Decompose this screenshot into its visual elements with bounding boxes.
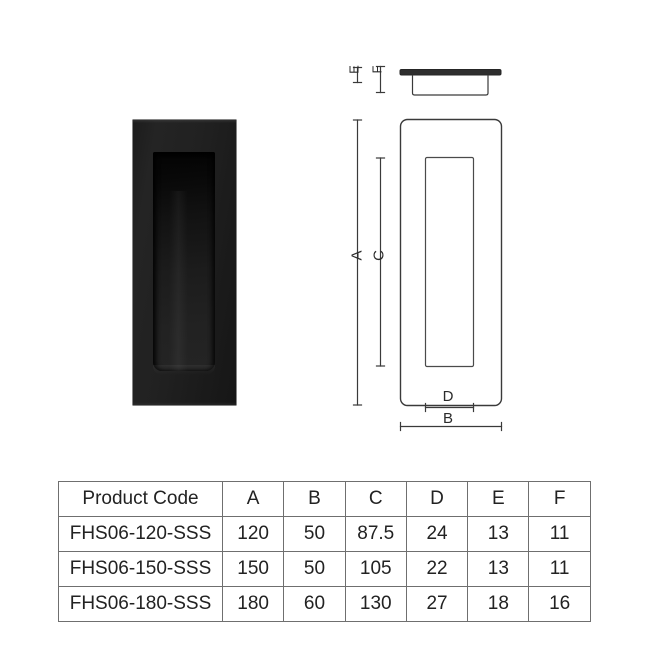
dimension-label-E: E xyxy=(346,65,362,74)
dimension-label-B: B xyxy=(442,410,453,427)
dimension-label-C: C xyxy=(370,250,388,261)
spec-table-container: Product Code A B C D E F FHS06-120-SSS 1… xyxy=(58,481,591,622)
cell-d: 22 xyxy=(405,551,469,587)
table-header-row: Product Code A B C D E F xyxy=(58,481,591,517)
cell-product-code: FHS06-150-SSS xyxy=(58,551,223,587)
cell-e: 13 xyxy=(467,516,530,552)
cell-a: 150 xyxy=(221,551,285,587)
handle-recess-cavity xyxy=(153,152,215,371)
cell-product-code: FHS06-180-SSS xyxy=(58,586,223,622)
recess-bottom-lip xyxy=(153,365,215,375)
table-row: FHS06-120-SSS 120 50 87.5 24 13 11 xyxy=(58,516,591,552)
column-header-f: F xyxy=(528,481,591,517)
cell-c: 130 xyxy=(344,586,407,622)
plate-bottom-edge xyxy=(133,402,236,405)
column-header-a: A xyxy=(221,481,285,517)
dimension-label-A: A xyxy=(348,250,366,261)
column-header-e: E xyxy=(467,481,530,517)
cell-c: 87.5 xyxy=(344,516,407,552)
column-header-product-code: Product Code xyxy=(58,481,223,517)
recess-inner-sheen xyxy=(169,191,188,371)
cell-b: 50 xyxy=(283,551,346,587)
column-header-d: D xyxy=(405,481,469,517)
cell-b: 50 xyxy=(283,516,346,552)
section-flange-plate xyxy=(399,69,502,76)
dimension-label-D: D xyxy=(442,388,454,405)
product-dimension-table: Product Code A B C D E F FHS06-120-SSS 1… xyxy=(58,481,591,622)
table-row: FHS06-150-SSS 150 50 105 22 13 11 xyxy=(58,551,591,587)
cell-a: 180 xyxy=(221,586,285,622)
cell-b: 60 xyxy=(283,586,346,622)
product-photo xyxy=(0,0,330,455)
column-header-b: B xyxy=(283,481,346,517)
table-row: FHS06-180-SSS 180 60 130 27 18 16 xyxy=(58,586,591,622)
cell-c: 105 xyxy=(344,551,407,587)
front-view-recess-outline xyxy=(424,156,475,368)
cell-f: 11 xyxy=(528,551,591,587)
flush-pull-handle-plate xyxy=(133,120,236,405)
cell-f: 11 xyxy=(528,516,591,552)
cell-d: 27 xyxy=(405,586,469,622)
cell-d: 24 xyxy=(405,516,469,552)
dimension-label-F: F xyxy=(369,65,385,74)
drawing-canvas xyxy=(352,65,503,432)
column-header-c: C xyxy=(344,481,407,517)
cell-e: 13 xyxy=(467,551,530,587)
cell-a: 120 xyxy=(221,516,285,552)
section-recess-body xyxy=(411,74,489,96)
cell-product-code: FHS06-120-SSS xyxy=(58,516,223,552)
cell-e: 18 xyxy=(467,586,530,622)
cell-f: 16 xyxy=(528,586,591,622)
technical-drawing: E F A C D B xyxy=(330,0,650,455)
plate-top-edge xyxy=(133,120,236,123)
